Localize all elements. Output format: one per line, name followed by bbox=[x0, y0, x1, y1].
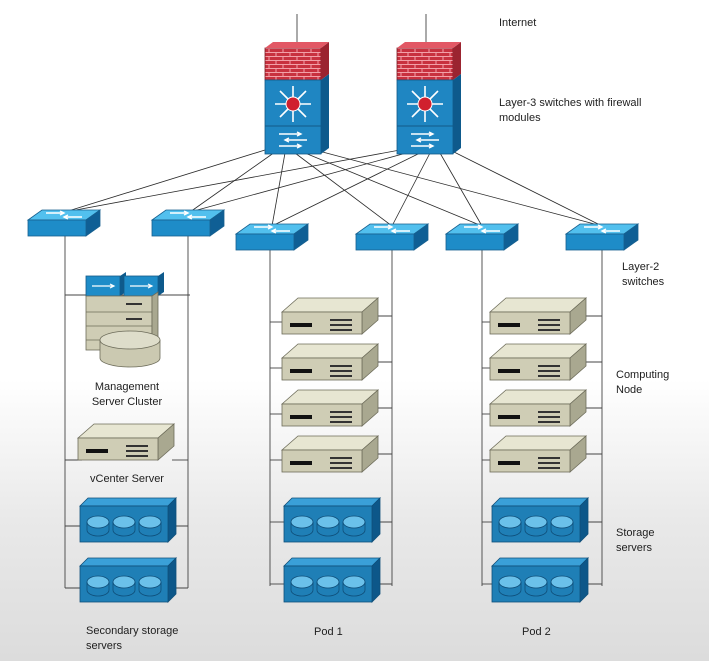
layer2-label: Layer-2 switches bbox=[622, 261, 665, 288]
pod2-compute-node-3 bbox=[489, 389, 587, 427]
layer3-label: Layer-3 switches with firewall modules bbox=[499, 97, 642, 124]
layer2-switch-2 bbox=[151, 209, 225, 237]
vcenter-server bbox=[77, 423, 175, 461]
pod2-label: Pod 2 bbox=[522, 626, 551, 638]
computing-node-label: Computing Node bbox=[616, 369, 670, 396]
pod1-compute-node-1 bbox=[281, 297, 379, 335]
secondary-storage-label: Secondary storage servers bbox=[86, 625, 179, 652]
secondary-storage-2 bbox=[79, 557, 177, 603]
pod1-label: Pod 1 bbox=[314, 626, 343, 638]
pod2-compute-node-1 bbox=[489, 297, 587, 335]
l3-l2-links bbox=[64, 149, 603, 227]
layer2-switch-5 bbox=[445, 223, 519, 251]
pod1-storage-2 bbox=[283, 557, 381, 603]
management-server-cluster bbox=[85, 272, 164, 368]
pod2-compute-node-4 bbox=[489, 435, 587, 473]
vcenter-label: vCenter Server bbox=[90, 473, 164, 485]
pod2-storage-1 bbox=[491, 497, 589, 543]
layer3-switch-2 bbox=[396, 41, 462, 155]
layer3-switch-1 bbox=[264, 41, 330, 155]
layer2-switch-6 bbox=[565, 223, 639, 251]
pod2-storage-2 bbox=[491, 557, 589, 603]
pod1-compute-node-2 bbox=[281, 343, 379, 381]
pod1-storage-1 bbox=[283, 497, 381, 543]
pod2-compute-node-2 bbox=[489, 343, 587, 381]
pod1-compute-node-4 bbox=[281, 435, 379, 473]
secondary-storage-1 bbox=[79, 497, 177, 543]
internet-label: Internet bbox=[499, 17, 537, 29]
layer2-switch-3 bbox=[235, 223, 309, 251]
layer2-switch-1 bbox=[27, 209, 101, 237]
layer2-switch-4 bbox=[355, 223, 429, 251]
pod1-compute-node-3 bbox=[281, 389, 379, 427]
cluster-switch-1 bbox=[85, 272, 126, 297]
storage-servers-label: Storage servers bbox=[616, 527, 655, 554]
management-cluster-label: Management Server Cluster bbox=[91, 381, 163, 408]
